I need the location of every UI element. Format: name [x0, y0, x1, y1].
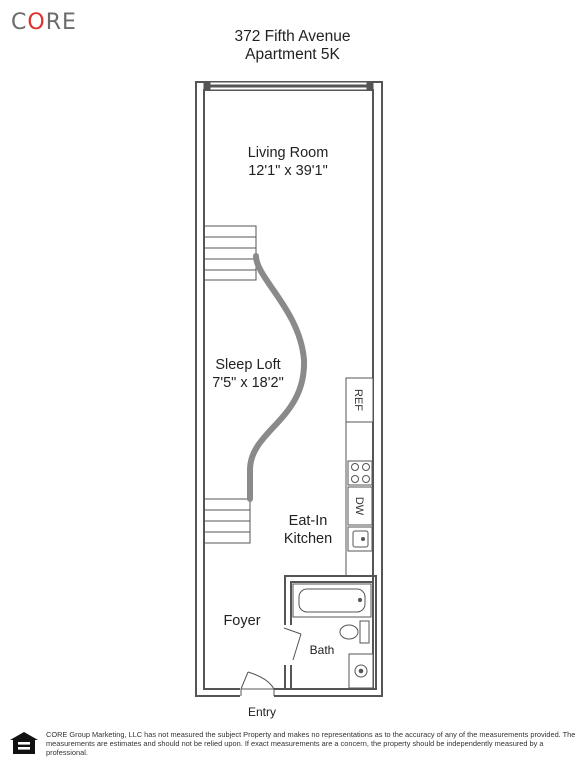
stairs-lower	[203, 498, 251, 544]
disclaimer-text: CORE Group Marketing, LLC has not measur…	[46, 730, 576, 758]
ref-label: REF	[352, 389, 364, 411]
living-room-label: Living Room 12'1" x 39'1"	[232, 144, 344, 180]
kitchen-line-2: Kitchen	[283, 531, 333, 547]
bath-door	[283, 625, 302, 665]
toilet	[339, 620, 370, 644]
stairs-upper	[203, 225, 257, 281]
bathtub	[292, 583, 372, 618]
window	[203, 81, 374, 91]
refrigerator	[345, 377, 374, 423]
sleep-loft-label: Sleep Loft 7'5" x 18'2"	[196, 356, 300, 392]
core-logo: CORE	[11, 10, 77, 35]
equal-housing-icon	[10, 732, 38, 754]
living-room-name: Living Room	[247, 145, 329, 161]
address-line-2: Apartment 5K	[245, 46, 340, 63]
stove	[347, 460, 373, 486]
sleep-loft-name: Sleep Loft	[215, 357, 281, 373]
living-room-dims: 12'1" x 39'1"	[248, 163, 328, 179]
entry-door	[240, 671, 275, 698]
bath-sink	[348, 653, 374, 689]
address-line-1: 372 Fifth Avenue	[234, 28, 351, 45]
sleep-loft-dims: 7'5" x 18'2"	[212, 375, 284, 391]
bath-label: Bath	[309, 643, 335, 657]
kitchen-sink	[347, 526, 373, 552]
kitchen-label: Eat-In Kitchen	[270, 512, 346, 548]
dw-label: DW	[353, 497, 365, 516]
entry-label: Entry	[247, 705, 276, 719]
loft-edge	[247, 253, 308, 502]
kitchen-line-1: Eat-In	[288, 513, 328, 529]
dishwasher	[347, 486, 373, 526]
foyer-label: Foyer	[223, 613, 261, 629]
